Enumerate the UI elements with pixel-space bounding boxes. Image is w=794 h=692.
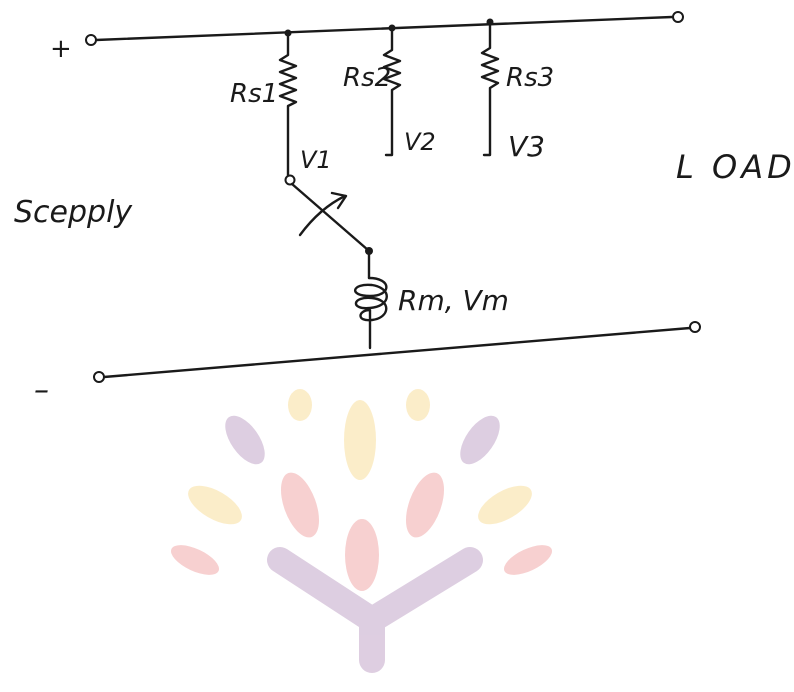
watermark-leaf [503,545,553,575]
watermark-leaf [344,400,376,480]
watermark-leaf [188,485,242,525]
positive-terminal-right [672,11,684,23]
resistor-rs3 [480,18,500,157]
positive-terminal-left [85,34,97,46]
positive-sign: + [50,34,72,64]
meter-coil [354,249,388,350]
watermark-leaf [406,389,430,421]
watermark-leaf [405,472,445,538]
negative-terminal-left [93,371,105,383]
resistor-rs2 [382,24,402,157]
negative-sign: – [34,373,49,408]
watermark-leaf [225,415,265,465]
watermark-leaf [345,519,379,591]
load-label: L OAD [676,148,794,186]
v2-label: V2 [404,128,436,156]
watermark-leaf [460,415,500,465]
rs2-label: Rs2 [343,63,391,93]
supply-label: Scepply [14,195,133,230]
watermark-leaf [170,545,220,575]
v1-label: V1 [300,146,332,174]
selector-switch [290,182,373,255]
watermark-leaf [280,472,320,538]
watermark-logo [170,389,553,673]
negative-rail [102,326,692,379]
rs3-label: Rs3 [506,63,554,93]
positive-rail [94,15,674,42]
watermark-leaf [478,485,532,525]
resistor-rs1 [278,29,298,186]
watermark-stem [267,547,483,673]
watermark-leaf [288,389,312,421]
rs1-label: Rs1 [230,79,278,109]
v3-label: V3 [508,130,545,163]
negative-terminal-right [689,321,701,333]
meter-label: Rm, Vm [398,284,509,317]
